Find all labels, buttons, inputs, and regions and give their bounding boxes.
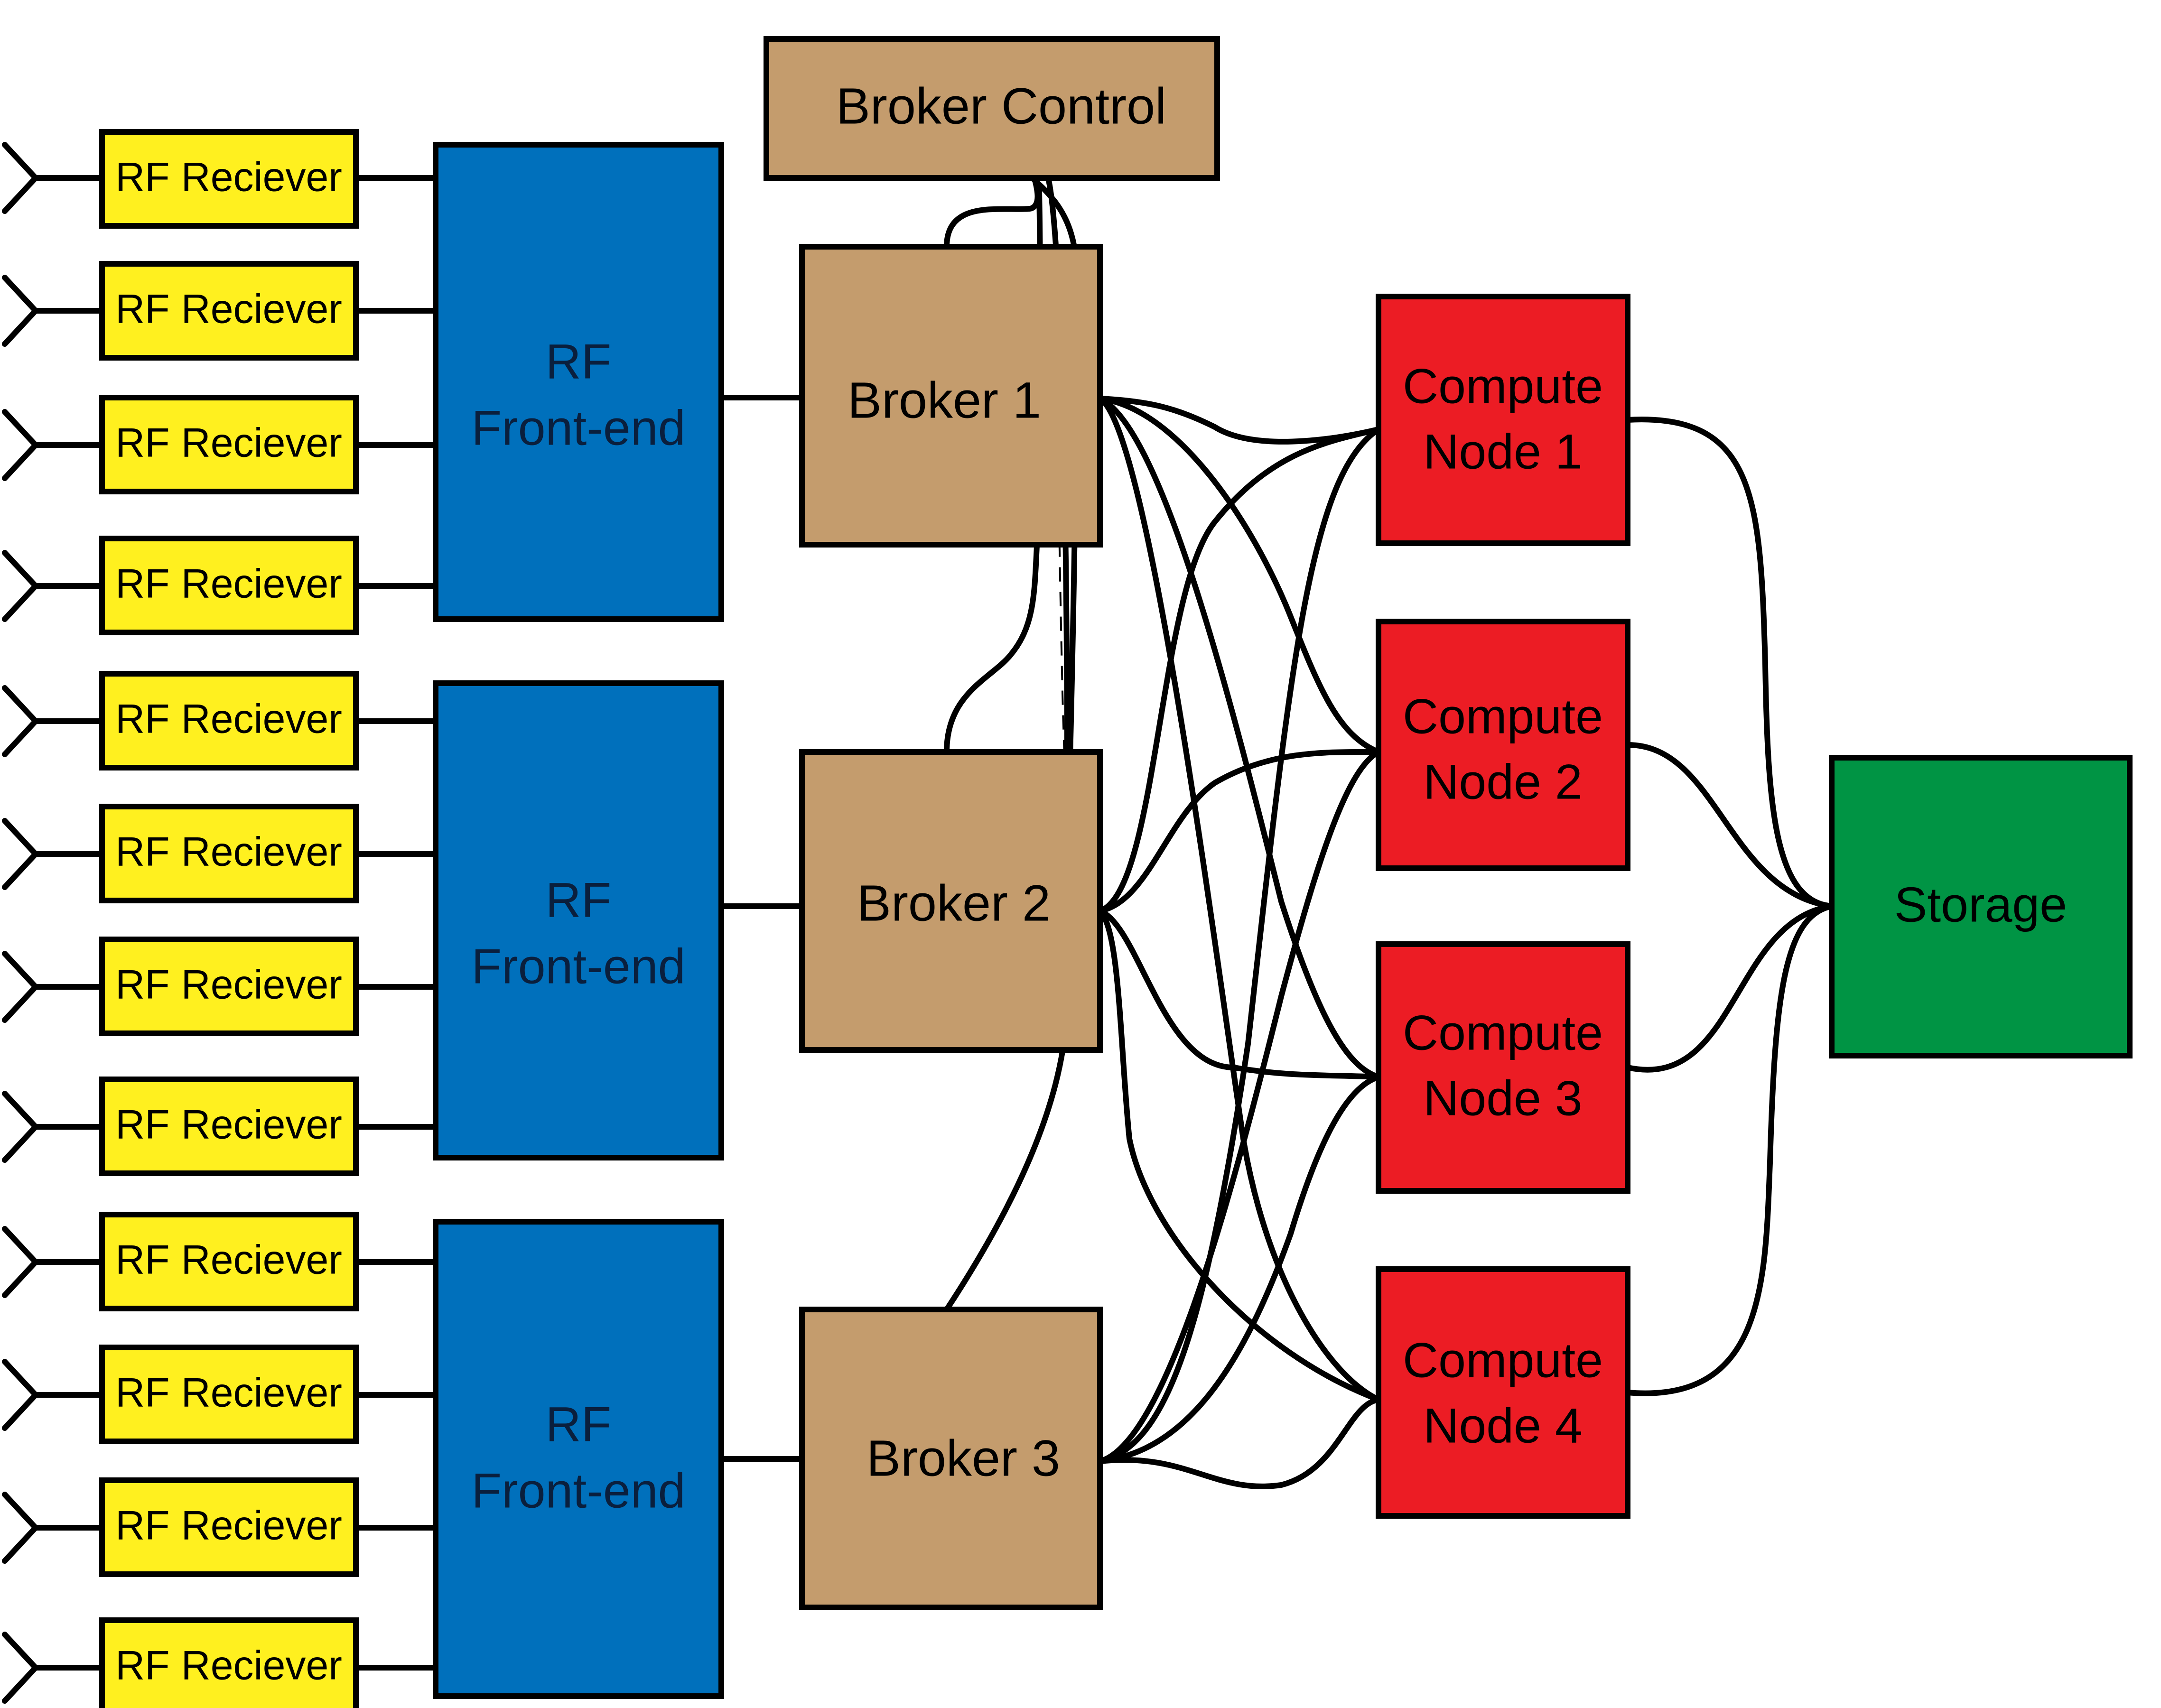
rf-receiver: [99, 1077, 359, 1176]
rf-receiver: [99, 129, 359, 229]
antenna-icon: [2, 1359, 105, 1431]
frontend-broker-links: [718, 395, 805, 1462]
rf-receiver-label: RF Reciever: [115, 696, 342, 742]
rf-receiver-label: RF Reciever: [115, 962, 342, 1008]
rf-frontend-label-line2: Front-end: [472, 400, 686, 455]
broker-control-label: Broker Control: [836, 77, 1166, 135]
compute-node-label-line1: Compute: [1403, 689, 1603, 744]
compute-node-label-line2: Node 2: [1423, 754, 1582, 809]
rf-receiver: [99, 937, 359, 1036]
antenna-icon: [2, 409, 105, 481]
broker-compute-links: [1097, 396, 1381, 1489]
storage-label: Storage: [1894, 877, 2067, 932]
compute-node-label-line1: Compute: [1403, 1005, 1603, 1060]
antenna-icon: [2, 685, 105, 757]
rf-receiver: [99, 804, 359, 903]
broker-label: Broker 3: [866, 1430, 1060, 1487]
receiver-frontend-links: [353, 175, 438, 1671]
rf-frontend-label-line2: Front-end: [472, 939, 686, 994]
compute-node-label-line1: Compute: [1403, 359, 1603, 414]
rf-receiver-label: RF Reciever: [115, 1503, 342, 1549]
broker: [799, 749, 1103, 1053]
rf-receiver: [99, 261, 359, 361]
broker-label: Broker 1: [848, 371, 1041, 429]
antenna-icon: [2, 818, 105, 890]
rf-frontend: [433, 1219, 724, 1699]
rf-receiver: [99, 671, 359, 770]
rf-receiver-label: RF Reciever: [115, 420, 342, 466]
storage: Storage: [1829, 755, 2133, 1058]
storage-box: [1829, 755, 2133, 1058]
rf-frontend: [433, 142, 724, 622]
rf-frontend-label-line1: RF: [546, 1397, 612, 1452]
rf-receiver-label: RF Reciever: [115, 155, 342, 200]
broker: [799, 1307, 1103, 1610]
compute-node-label-line1: Compute: [1403, 1333, 1603, 1388]
rf-receiver: [99, 536, 359, 635]
compute-storage-links: [1625, 417, 1835, 1396]
rf-receiver: [99, 1477, 359, 1577]
antenna-icon: [2, 142, 105, 214]
compute-node: [1376, 1266, 1630, 1519]
broker: [799, 244, 1103, 548]
rf-receiver: [99, 1212, 359, 1311]
rf-frontend-label-line1: RF: [546, 334, 612, 389]
antenna-icon: [2, 1492, 105, 1564]
compute-node: [1376, 294, 1630, 546]
rf-receiver-label: RF Reciever: [115, 1102, 342, 1148]
antenna-icon: [2, 1226, 105, 1298]
rf-receiver-label: RF Reciever: [115, 1370, 342, 1416]
compute-node-label-line2: Node 3: [1423, 1071, 1582, 1126]
compute-node: [1376, 941, 1630, 1194]
rf-receiver: [99, 1345, 359, 1444]
rf-frontend-label-line2: Front-end: [472, 1463, 686, 1518]
rf-frontend-label-line1: RF: [546, 873, 612, 928]
rf-frontends: RF Front-end RF Front-end RF Front-end: [433, 142, 724, 1699]
rf-receiver-label: RF Reciever: [115, 829, 342, 875]
compute-node-label-line2: Node 4: [1423, 1398, 1582, 1453]
rf-receivers: RF Reciever RF Reciever RF Reciever RF R…: [99, 129, 359, 1708]
antenna-icon: [2, 1632, 105, 1704]
broker-label: Broker 2: [857, 874, 1051, 932]
antenna-symbols: [2, 142, 105, 1704]
compute-nodes: Compute Node 1 Compute Node 2 Compute No…: [1376, 294, 1630, 1519]
rf-receiver-label: RF Reciever: [115, 287, 342, 332]
broker-control-box: [764, 36, 1220, 181]
antenna-icon: [2, 550, 105, 622]
brokers: Broker 1 Broker 2 Broker 3: [799, 244, 1103, 1610]
compute-node: [1376, 619, 1630, 871]
broker-control: Broker Control: [764, 36, 1220, 181]
antenna-icon: [2, 275, 105, 347]
rf-receiver-label: RF Reciever: [115, 1643, 342, 1689]
rf-receiver: [99, 395, 359, 494]
rf-receiver-label: RF Reciever: [115, 561, 342, 607]
rf-frontend: [433, 680, 724, 1160]
compute-node-label-line2: Node 1: [1423, 424, 1582, 479]
antenna-icon: [2, 951, 105, 1023]
antenna-icon: [2, 1091, 105, 1163]
rf-receiver-label: RF Reciever: [115, 1237, 342, 1283]
rf-receiver: [99, 1617, 359, 1708]
